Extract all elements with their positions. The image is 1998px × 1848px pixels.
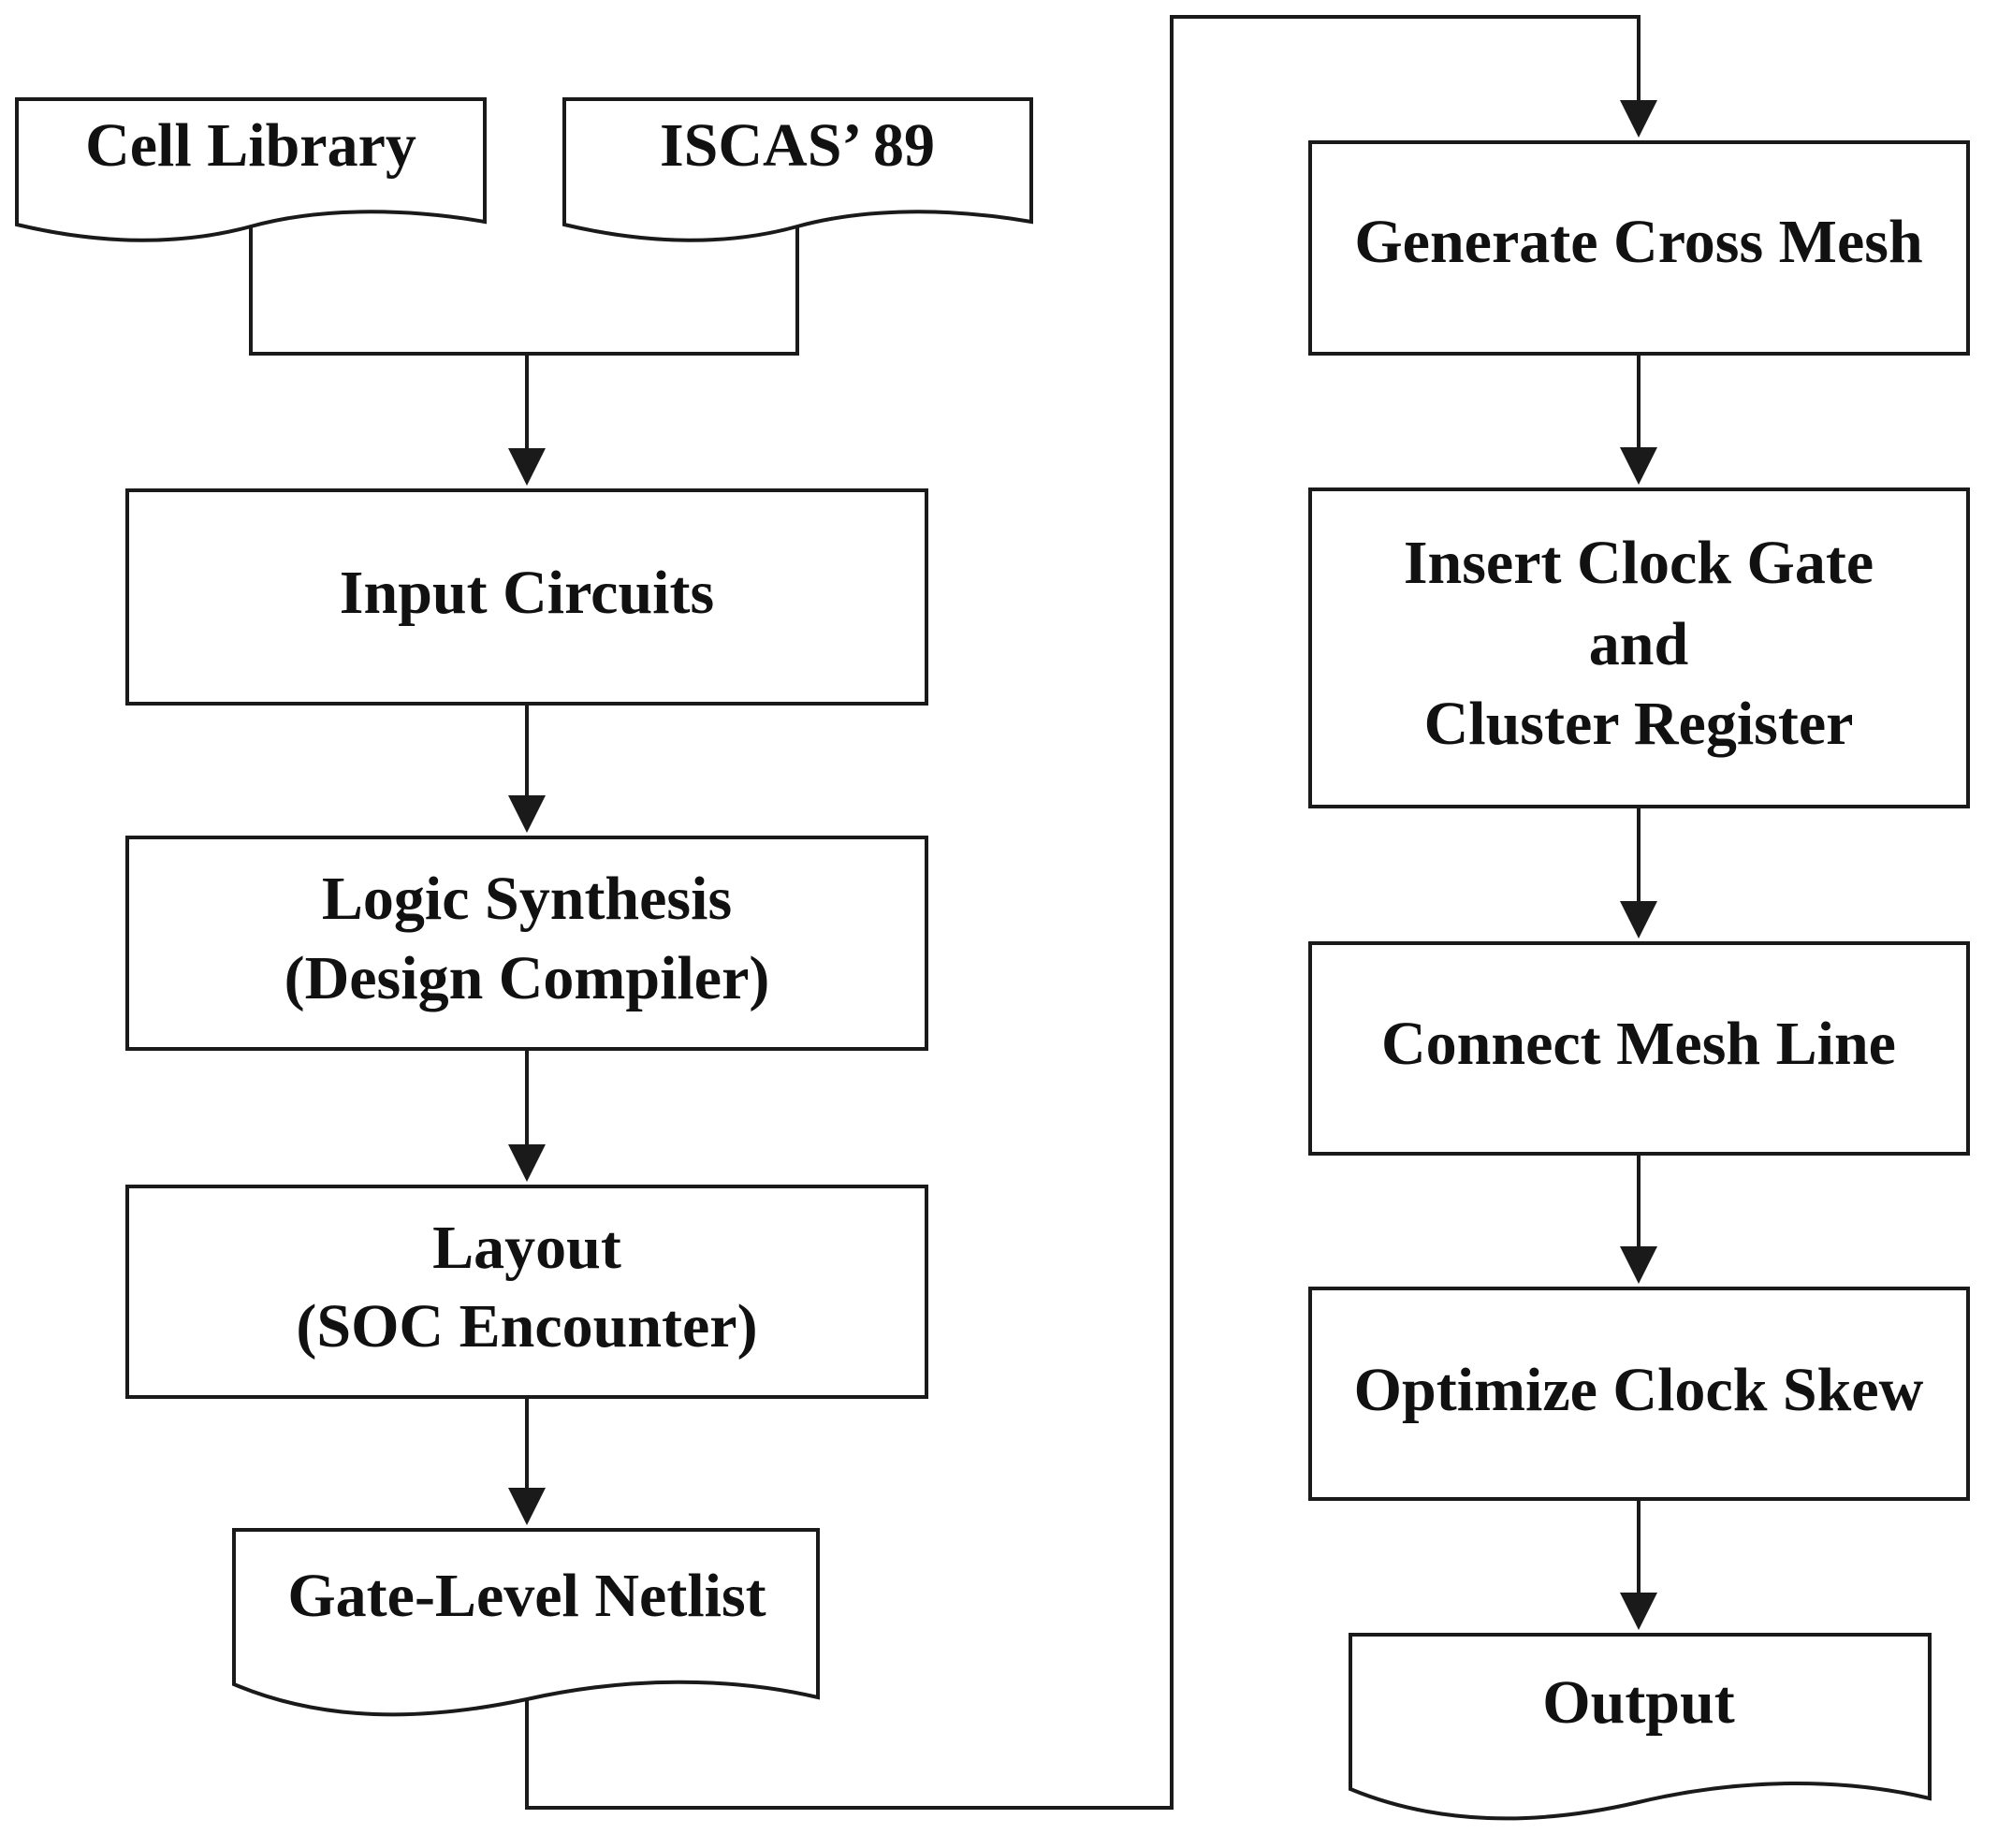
logic-synthesis-node: Logic Synthesis (Design Compiler) <box>125 836 928 1051</box>
merge-connector <box>249 226 799 356</box>
layout-node: Layout (SOC Encounter) <box>125 1185 928 1399</box>
input-circuits-box <box>125 488 928 706</box>
iscas89-label: ISCAS’ 89 <box>660 111 935 180</box>
iscas89-shape <box>562 97 1033 242</box>
insert-clock-gate-label-line1: Insert Clock Gate <box>1404 529 1874 597</box>
input-circuits-node: Input Circuits <box>125 488 928 706</box>
optimize-clock-skew-node: Optimize Clock Skew <box>1308 1287 1970 1501</box>
output-node: Output <box>1349 1633 1932 1821</box>
insert-clock-gate-node: Insert Clock Gate and Cluster Register <box>1308 487 1970 808</box>
cell-library-label: Cell Library <box>85 111 416 180</box>
generate-cross-mesh-node: Generate Cross Mesh <box>1308 140 1970 356</box>
connect-mesh-line-label: Connect Mesh Line <box>1381 1010 1896 1078</box>
generate-cross-mesh-label: Generate Cross Mesh <box>1354 208 1922 276</box>
optimize-clock-skew-box <box>1308 1287 1970 1501</box>
layout-box <box>125 1185 928 1399</box>
output-label: Output <box>1542 1668 1734 1737</box>
connect-mesh-line-node: Connect Mesh Line <box>1308 941 1970 1156</box>
input-circuits-label: Input Circuits <box>340 559 714 627</box>
arrow-netlist-to-cross-mesh <box>525 15 1657 1810</box>
output-shape <box>1349 1633 1932 1821</box>
gate-level-netlist-label: Gate-Level Netlist <box>287 1562 766 1630</box>
gate-level-netlist-shape <box>232 1528 820 1717</box>
layout-label-line1: Layout <box>432 1214 621 1282</box>
cell-library-node: Cell Library <box>15 97 487 242</box>
iscas89-node: ISCAS’ 89 <box>562 97 1033 242</box>
logic-synthesis-label-line1: Logic Synthesis <box>322 865 732 933</box>
insert-clock-gate-label-line3: Cluster Register <box>1424 690 1854 758</box>
cell-library-shape <box>15 97 487 242</box>
gate-level-netlist-node: Gate-Level Netlist <box>232 1528 820 1717</box>
insert-clock-gate-label-line2: and <box>1589 610 1688 678</box>
insert-clock-gate-box <box>1308 487 1970 808</box>
logic-synthesis-box <box>125 836 928 1051</box>
layout-label-line2: (SOC Encounter) <box>296 1292 757 1361</box>
logic-synthesis-label-line2: (Design Compiler) <box>284 944 770 1012</box>
optimize-clock-skew-label: Optimize Clock Skew <box>1354 1356 1924 1424</box>
